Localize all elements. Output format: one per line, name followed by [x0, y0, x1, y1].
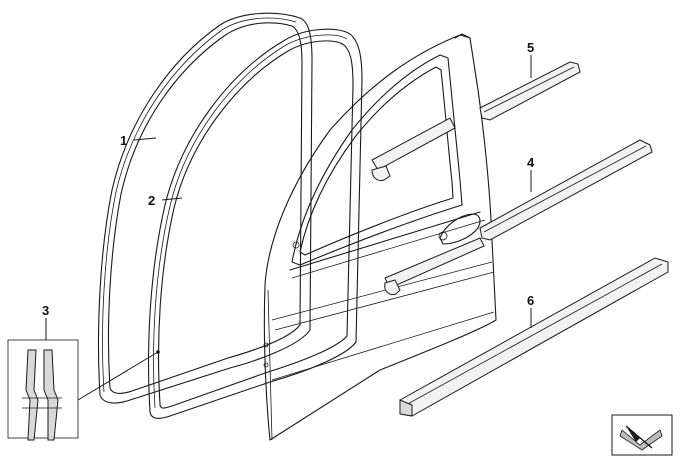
callout-4: 4	[527, 155, 535, 170]
callout-3: 3	[42, 303, 49, 318]
part-5-window-channel[interactable]	[371, 55, 581, 181]
leader-2	[161, 197, 183, 201]
leader-1	[133, 137, 157, 141]
door-panel	[263, 33, 497, 441]
part-3-detail-box[interactable]	[7, 318, 160, 441]
part-1-outer-seal[interactable]	[97, 12, 313, 404]
callout-5: 5	[527, 40, 534, 55]
part-4-belt-strip[interactable]	[384, 139, 653, 295]
part-6-sill-trim[interactable]	[399, 257, 669, 417]
callout-1: 1	[120, 133, 127, 148]
callout-2: 2	[148, 193, 155, 208]
part-2-inner-seal[interactable]	[148, 28, 363, 419]
parts-arrow-icon	[611, 414, 673, 456]
callout-6: 6	[527, 293, 534, 308]
